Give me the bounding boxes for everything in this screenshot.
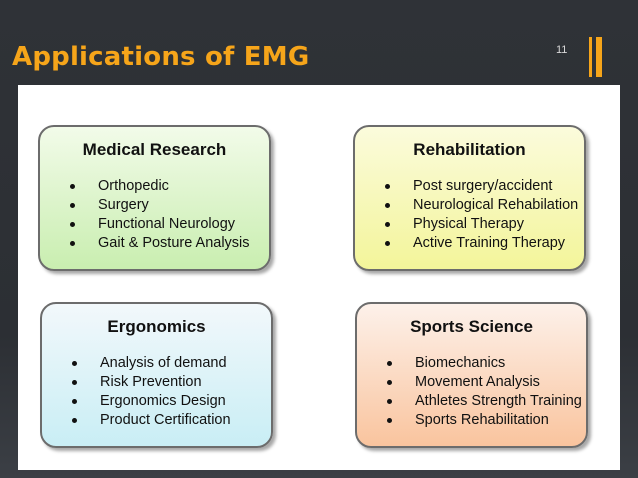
list-item: Athletes Strength Training [383, 392, 582, 411]
image-panel: Medical Research Orthopedic Surgery Func… [18, 85, 620, 470]
bullet-icon [70, 241, 75, 246]
list-item-text: Biomechanics [415, 355, 506, 371]
accent-bar-thin [589, 37, 592, 77]
slide-number: 11 [556, 44, 568, 56]
bullet-icon [70, 184, 75, 189]
list-item: Surgery [66, 196, 250, 215]
card-heading: Sports Science [410, 317, 533, 336]
bullet-icon [385, 241, 390, 246]
bullet-icon [387, 399, 392, 404]
list-item-text: Gait & Posture Analysis [98, 235, 250, 251]
bullet-icon [387, 418, 392, 423]
card-medical-research: Medical Research Orthopedic Surgery Func… [38, 125, 271, 271]
card-list: Post surgery/accident Neurological Rehab… [381, 177, 578, 253]
list-item: Sports Rehabilitation [383, 411, 582, 430]
list-item: Analysis of demand [68, 354, 231, 373]
list-item-text: Athletes Strength Training [415, 393, 582, 409]
list-item: Movement Analysis [383, 373, 582, 392]
list-item: Risk Prevention [68, 373, 231, 392]
bullet-icon [387, 380, 392, 385]
list-item-text: Movement Analysis [415, 374, 540, 390]
bullet-icon [387, 361, 392, 366]
list-item: Functional Neurology [66, 215, 250, 234]
bullet-icon [385, 203, 390, 208]
bullet-icon [72, 418, 77, 423]
list-item: Neurological Rehabilation [381, 196, 578, 215]
bullet-icon [385, 184, 390, 189]
list-item: Biomechanics [383, 354, 582, 373]
list-item-text: Analysis of demand [100, 355, 227, 371]
list-item: Ergonomics Design [68, 392, 231, 411]
card-list: Orthopedic Surgery Functional Neurology … [66, 177, 250, 253]
list-item-text: Physical Therapy [413, 216, 524, 232]
card-heading: Rehabilitation [413, 140, 526, 159]
bullet-icon [72, 380, 77, 385]
list-item: Product Certification [68, 411, 231, 430]
list-item-text: Sports Rehabilitation [415, 412, 549, 428]
list-item-text: Risk Prevention [100, 374, 202, 390]
bullet-icon [72, 361, 77, 366]
slide-title: Applications of EMG [12, 42, 310, 72]
list-item: Post surgery/accident [381, 177, 578, 196]
list-item-text: Post surgery/accident [413, 178, 553, 194]
card-heading: Ergonomics [107, 317, 206, 336]
accent-bar-thick [596, 37, 602, 77]
list-item-text: Surgery [98, 197, 149, 213]
card-heading: Medical Research [82, 140, 227, 159]
card-rehabilitation: Rehabilitation Post surgery/accident Neu… [353, 125, 586, 271]
bullet-icon [70, 222, 75, 227]
card-list: Biomechanics Movement Analysis Athletes … [383, 354, 582, 430]
card-sports-science: Sports Science Biomechanics Movement Ana… [355, 302, 588, 448]
bullet-icon [72, 399, 77, 404]
list-item-text: Ergonomics Design [100, 393, 226, 409]
list-item-text: Neurological Rehabilation [413, 197, 579, 213]
list-item-text: Functional Neurology [98, 216, 236, 232]
bullet-icon [385, 222, 390, 227]
card-list: Analysis of demand Risk Prevention Ergon… [68, 354, 231, 430]
list-item-text: Active Training Therapy [413, 235, 566, 251]
list-item: Active Training Therapy [381, 234, 578, 253]
list-item: Gait & Posture Analysis [66, 234, 250, 253]
list-item-text: Product Certification [100, 412, 231, 428]
list-item: Physical Therapy [381, 215, 578, 234]
list-item: Orthopedic [66, 177, 250, 196]
card-ergonomics: Ergonomics Analysis of demand Risk Preve… [40, 302, 273, 448]
bullet-icon [70, 203, 75, 208]
list-item-text: Orthopedic [98, 178, 169, 194]
